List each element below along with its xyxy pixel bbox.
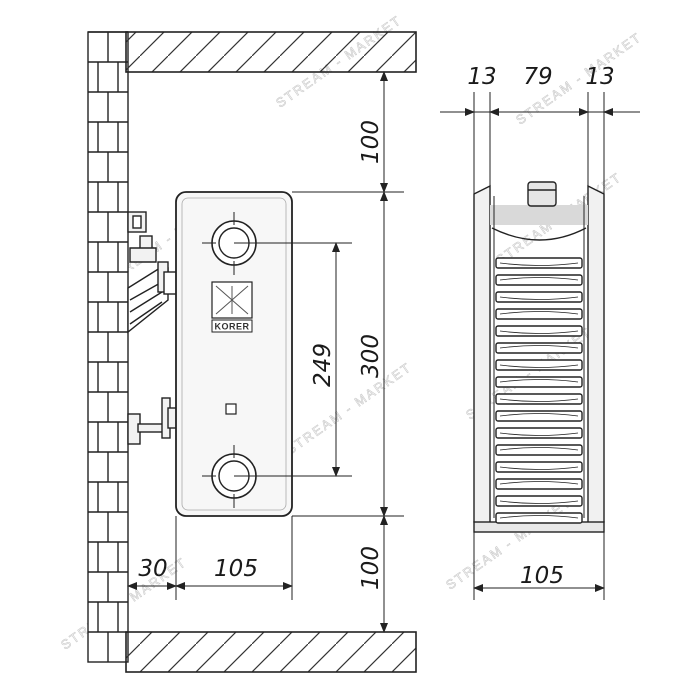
- dim-depth-side: 105: [214, 556, 258, 582]
- brand-logo: KORER: [211, 281, 253, 333]
- dim-wall-gap: 30: [138, 556, 167, 582]
- bottom-valve: [127, 397, 179, 445]
- fin-wave: [499, 398, 579, 402]
- brick-wall: [87, 31, 129, 663]
- brand-logo-text: KORER: [214, 322, 249, 332]
- radiator-section-view: [473, 181, 605, 533]
- convector-fin: [495, 376, 583, 388]
- fin-wave: [499, 311, 579, 315]
- wall-bracket: [127, 211, 179, 334]
- convector-fin: [495, 495, 583, 507]
- convector-fin: [495, 359, 583, 371]
- dimension-lines: [127, 71, 640, 633]
- fin-wave: [499, 277, 579, 281]
- radiator-side-view: KORER: [175, 191, 293, 517]
- fin-wave: [499, 500, 579, 504]
- dim-top-center: 79: [523, 64, 552, 90]
- fin-wave: [499, 432, 579, 436]
- convector-fin: [495, 308, 583, 320]
- convector-fin: [495, 257, 583, 269]
- convector-fin: [495, 478, 583, 490]
- convector-fin: [495, 274, 583, 286]
- fin-wave: [499, 413, 579, 417]
- convector-fin: [495, 427, 583, 439]
- dim-bottom-clearance: 100: [358, 546, 384, 590]
- fin-wave: [499, 296, 579, 300]
- fin-wave: [499, 466, 579, 470]
- convector-fin: [495, 512, 583, 524]
- ceiling-slab: [125, 31, 417, 73]
- convector-fin: [495, 444, 583, 456]
- floor-slab: [125, 631, 417, 673]
- dim-top-clearance: 100: [358, 120, 384, 164]
- convector-fin: [495, 393, 583, 405]
- fin-wave: [499, 364, 579, 368]
- convector-fin: [495, 410, 583, 422]
- convector-fin: [495, 461, 583, 473]
- dimension-labels: 100 300 100 249 30 105 105 13 79 13: [138, 64, 614, 590]
- fin-wave: [499, 262, 579, 266]
- fin-wave: [499, 345, 579, 349]
- fin-wave: [499, 330, 579, 334]
- fin-wave: [499, 379, 579, 383]
- dim-top-right-offset: 13: [585, 64, 614, 90]
- dim-connection-spacing: 249: [310, 343, 336, 387]
- fin-wave: [499, 447, 579, 451]
- watermark-text: STREAM - MARKET: [283, 359, 414, 457]
- convector-fin: [495, 325, 583, 337]
- dim-height: 300: [358, 334, 384, 378]
- fin-wave: [499, 515, 579, 519]
- convector-fin: [495, 342, 583, 354]
- convector-fin: [495, 291, 583, 303]
- dim-top-left-offset: 13: [467, 64, 496, 90]
- dim-depth-section: 105: [520, 563, 564, 589]
- fin-wave: [499, 481, 579, 485]
- vent-square: [225, 403, 237, 415]
